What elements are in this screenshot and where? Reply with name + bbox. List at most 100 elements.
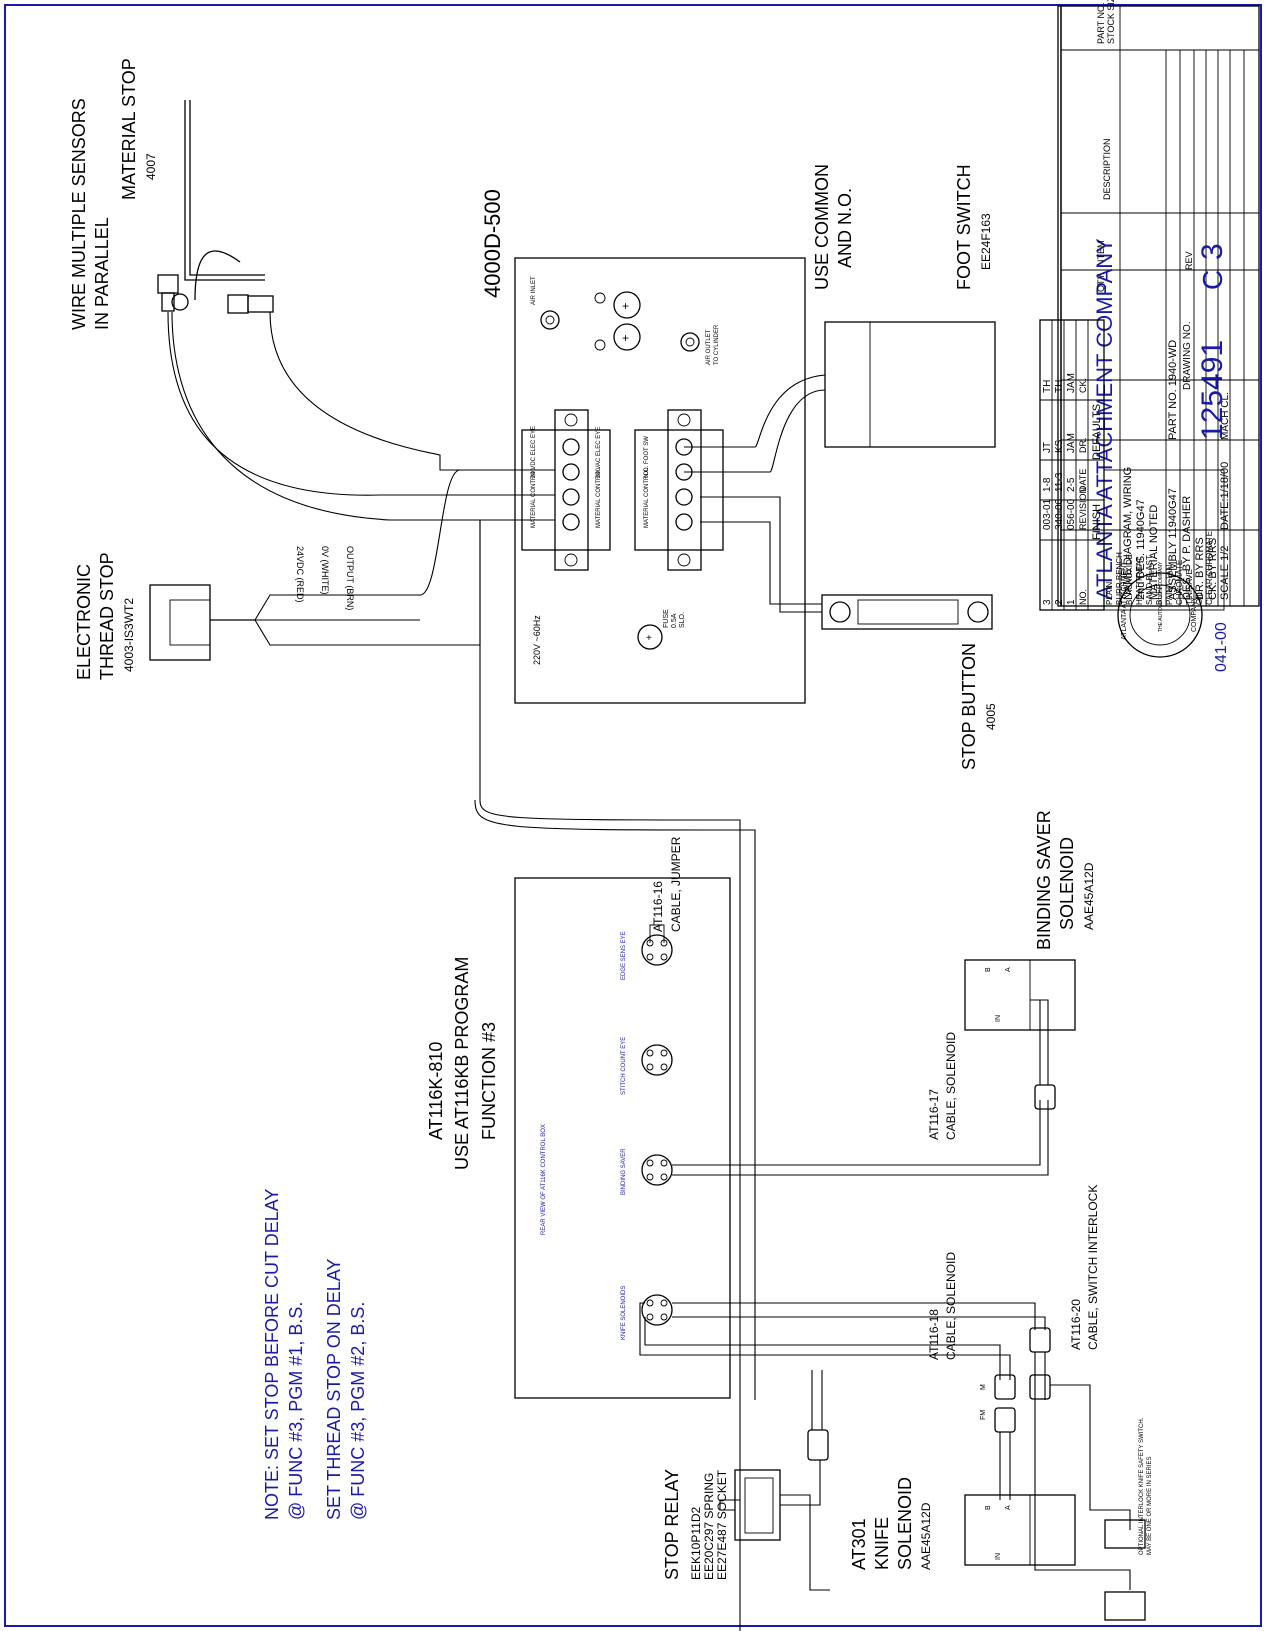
rev-row-2-dr: KS	[1054, 439, 1065, 453]
wire-note-1: WIRE MULTIPLE SENSORS	[69, 98, 89, 330]
connector-sc-label: STITCH COUNT EYE	[621, 1037, 627, 1095]
foot-switch-icon	[824, 321, 996, 448]
rev-row-1-rev: 056-00	[1066, 498, 1077, 530]
finish-burr: BURR BENCH	[1115, 552, 1124, 605]
svg-text:THE AUTOMATION COMPANY: THE AUTOMATION COMPANY	[1158, 561, 1164, 632]
material: MATERIAL NOTED	[1148, 505, 1160, 600]
connector-binding-saver[interactable]	[641, 1154, 673, 1186]
svg-text:FUSE: FUSE	[663, 609, 670, 628]
stop-button-part: 4005	[984, 703, 998, 730]
foot-switch-part: EE24F163	[979, 213, 993, 270]
svg-text:N.O. FOOT SW: N.O. FOOT SW	[644, 436, 650, 478]
fuse-icon	[637, 624, 663, 650]
part-no-header: PART NO.	[1096, 2, 1106, 44]
stop-relay-p2: EE20C297 SPRING	[702, 1473, 716, 1580]
svg-text:COMPANY: COMPANY	[1191, 597, 1198, 632]
svg-text:MATERIAL CONTROL: MATERIAL CONTROL	[644, 467, 650, 528]
note-line2: @ FUNC #3, PGM #1, B.S.	[286, 1302, 306, 1520]
connector-stitch-count[interactable]	[641, 1044, 673, 1076]
terminal-screw-icon	[562, 413, 580, 567]
terminal-screw-icon	[675, 413, 693, 567]
jumper-part: AT116-16	[651, 881, 665, 932]
use-common-1: USE COMMON	[812, 164, 832, 290]
des-by: DES. BY P. DASHER	[1181, 496, 1193, 600]
svg-text:IN: IN	[995, 1553, 1002, 1560]
svg-text:0.5A: 0.5A	[671, 613, 678, 628]
defaults-header: DEFAULTS	[1091, 404, 1103, 460]
file-code: 041-00	[1213, 622, 1230, 672]
foot-switch-label: FOOT SWITCH	[954, 164, 974, 290]
second-des: 2nd DES. 11940G47	[1135, 499, 1147, 600]
svg-text:SLO.: SLO.	[679, 612, 686, 628]
wire-note-2: IN PARALLEL	[92, 217, 112, 330]
dr-by: DR. BY RRS	[1194, 537, 1206, 600]
finish-black: BLACKOXIDE	[1125, 554, 1134, 605]
connector-bs-label: BINDING SAVER	[621, 1148, 627, 1195]
rev-head-date: DATE	[1078, 469, 1088, 492]
svg-text:ATLANTA ATTACHMENT: ATLANTA ATTACHMENT	[1121, 561, 1128, 640]
rev-row-1-ck: JAM	[1066, 373, 1077, 393]
rev-row-2-rev: 340-00	[1054, 498, 1065, 530]
main-box-title: 4000D-500	[480, 189, 505, 298]
rev-row-2-ck: TH	[1054, 380, 1065, 393]
cable-knife-desc: CABLE, SOLENOID	[944, 1252, 958, 1360]
finish-chromate: CHROMATE	[1175, 560, 1184, 605]
stop-relay-p3: EE27E487 SOCKET	[715, 1469, 729, 1580]
gauge-icon	[613, 291, 641, 319]
knife-line1: AT301	[849, 1518, 869, 1570]
rev-row-1-dr: JAM	[1066, 433, 1077, 453]
svg-text:B: B	[985, 1505, 992, 1510]
air-inlet-icon	[540, 310, 560, 330]
bs-label-2: SOLENOID	[1057, 837, 1077, 930]
finish-header: FINISH	[1091, 504, 1103, 540]
air-outlet-icon	[680, 332, 700, 352]
cable-knife-part: AT116-18	[927, 1309, 941, 1360]
rev-head-no: NO.	[1078, 589, 1088, 605]
wire-24vdc: 24VDC (RED)	[295, 546, 305, 603]
svg-text:IN: IN	[995, 1015, 1002, 1022]
svg-text:MATERIAL CONTROL: MATERIAL CONTROL	[531, 467, 537, 528]
cable-bs-part: AT116-17	[927, 1089, 941, 1140]
stop-relay	[719, 1370, 830, 1591]
rev-row-3-ck: TH	[1042, 380, 1053, 393]
rev-row-1-date: 2-5	[1066, 477, 1077, 492]
drawing-name: NAME DIAGRAM, WIRING	[1122, 467, 1134, 600]
finish-clear: CLEAR CHROMATE	[1205, 531, 1214, 605]
thread-stop-part: 4003-IS3WT2	[122, 598, 136, 672]
control-box-title3: FUNCTION #3	[479, 1022, 499, 1140]
at116k-control-box	[514, 877, 731, 1399]
svg-text:AIR INLET: AIR INLET	[531, 276, 537, 305]
svg-text:B: B	[985, 967, 992, 972]
drawing-size: C	[1197, 270, 1228, 290]
jumper-desc: CABLE, JUMPER	[669, 836, 683, 932]
svg-text:+: +	[646, 633, 652, 644]
rev-row-2-date: 11-3	[1054, 472, 1065, 492]
ck-by: CK. BY RRS	[1207, 538, 1219, 600]
svg-text:MATERIAL CONTROL: MATERIAL CONTROL	[596, 467, 602, 528]
stop-relay-p1: EEK10P11D2	[689, 1507, 703, 1580]
assembly: ASSEMBLY 11940G47	[1167, 488, 1179, 600]
svg-text:24 VAC ELEC EYE: 24 VAC ELEC EYE	[596, 427, 602, 478]
svg-text:+: +	[622, 331, 629, 345]
svg-text:FM: FM	[980, 1410, 987, 1420]
rev-label: REV	[1184, 251, 1194, 270]
rev-row-2-no: 2	[1054, 599, 1065, 605]
connector-es-label: EDGE SENS EYE	[621, 931, 627, 980]
rev-row-3-no: 3	[1042, 599, 1053, 605]
rev-number: 3	[1196, 243, 1229, 260]
wire-output: OUTPUT (BRN)	[345, 546, 355, 610]
cable-bs-desc: CABLE, SOLENOID	[944, 1032, 958, 1140]
stop-relay-label: STOP RELAY	[662, 1469, 682, 1580]
scale: SCALE 1/2	[1219, 546, 1231, 600]
interlock-note-1: OPTIONAL INTERLOCK KNIFE SAFETY SWITCH.	[1139, 1417, 1145, 1555]
stop-button-icon	[821, 594, 993, 630]
connector-edge-sens[interactable]	[641, 924, 673, 966]
binding-saver-solenoid	[964, 959, 1076, 1031]
connector-knife[interactable]	[641, 1294, 673, 1326]
rev-head-dr: DR.	[1078, 438, 1088, 454]
sheet-border	[4, 4, 1262, 1627]
material-stop-label: MATERIAL STOP	[119, 58, 139, 200]
knife-line2: KNIFE	[872, 1517, 892, 1570]
finish-list: PLAIN BURR BENCH BLACKOXIDE HEAT TREAT S…	[1103, 469, 1225, 611]
